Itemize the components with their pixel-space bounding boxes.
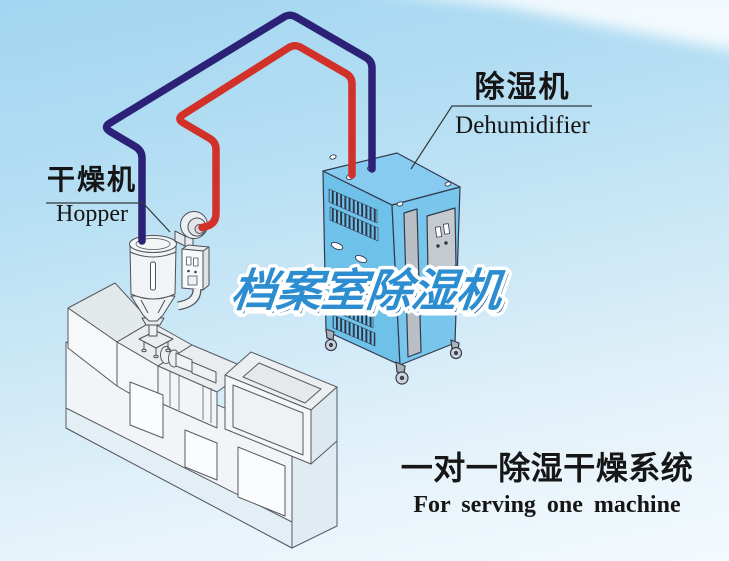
return-air-hose [102,11,376,245]
watermark: 档案室除湿机 档案室除湿机 [225,262,513,323]
dehumidifier-label-leader [410,105,592,170]
dryer-controller-side [202,246,210,291]
system-caption: 一对一除湿干燥系统 For serving one machine [394,450,700,519]
vent-louvers [332,314,376,347]
watermark-text: 档案室除湿机 [229,265,507,316]
molding-machine-illustration [65,282,338,549]
sky-highlight-streak [447,0,729,50]
vent-slot [330,241,344,251]
top-eyelet [396,201,404,207]
vent-louvers [330,296,374,329]
dehumidifier-label-en: Dehumidifier [455,111,590,139]
top-eyelet [329,154,337,160]
watermark-shadow: 档案室除湿机 [232,268,510,319]
hopper-label-leader [46,202,171,233]
hopper-label: 干燥机 Hopper [36,165,148,228]
hopper-illustration [129,211,210,359]
machine-rightbox-top-inset [242,362,322,404]
barrel-shaft [191,361,217,384]
hopper-lid [129,235,177,253]
machine-deck-front [157,365,218,429]
vent-louvers [328,188,378,224]
dehumidifier-label: 除湿机 Dehumidifier [445,72,600,139]
top-eyelet [444,181,452,187]
vent-louvers [329,206,379,242]
machine-panel [237,446,286,517]
vent-slot [354,254,368,264]
hopper-sight-glass [150,261,156,291]
dry-air-hose [176,42,356,232]
dehumidifier-control-panel [426,207,457,275]
machine-rightbox-front-inset [232,384,304,456]
machine-panel [129,381,164,439]
dehumidifier-label-zh: 除湿机 [474,71,571,104]
system-caption-en: For serving one machine [413,492,681,519]
system-caption-zh: 一对一除湿干燥系统 [400,450,694,486]
caster-wheel [324,328,463,385]
machine-rightbox-right [310,386,338,465]
machine-panel [184,429,218,481]
controller-button [187,275,198,286]
dehumidifier-column-strip [403,208,422,358]
dehumidifier-illustration [322,152,463,385]
hopper-label-zh: 干燥机 [46,164,137,195]
hopper-label-en: Hopper [56,201,128,228]
